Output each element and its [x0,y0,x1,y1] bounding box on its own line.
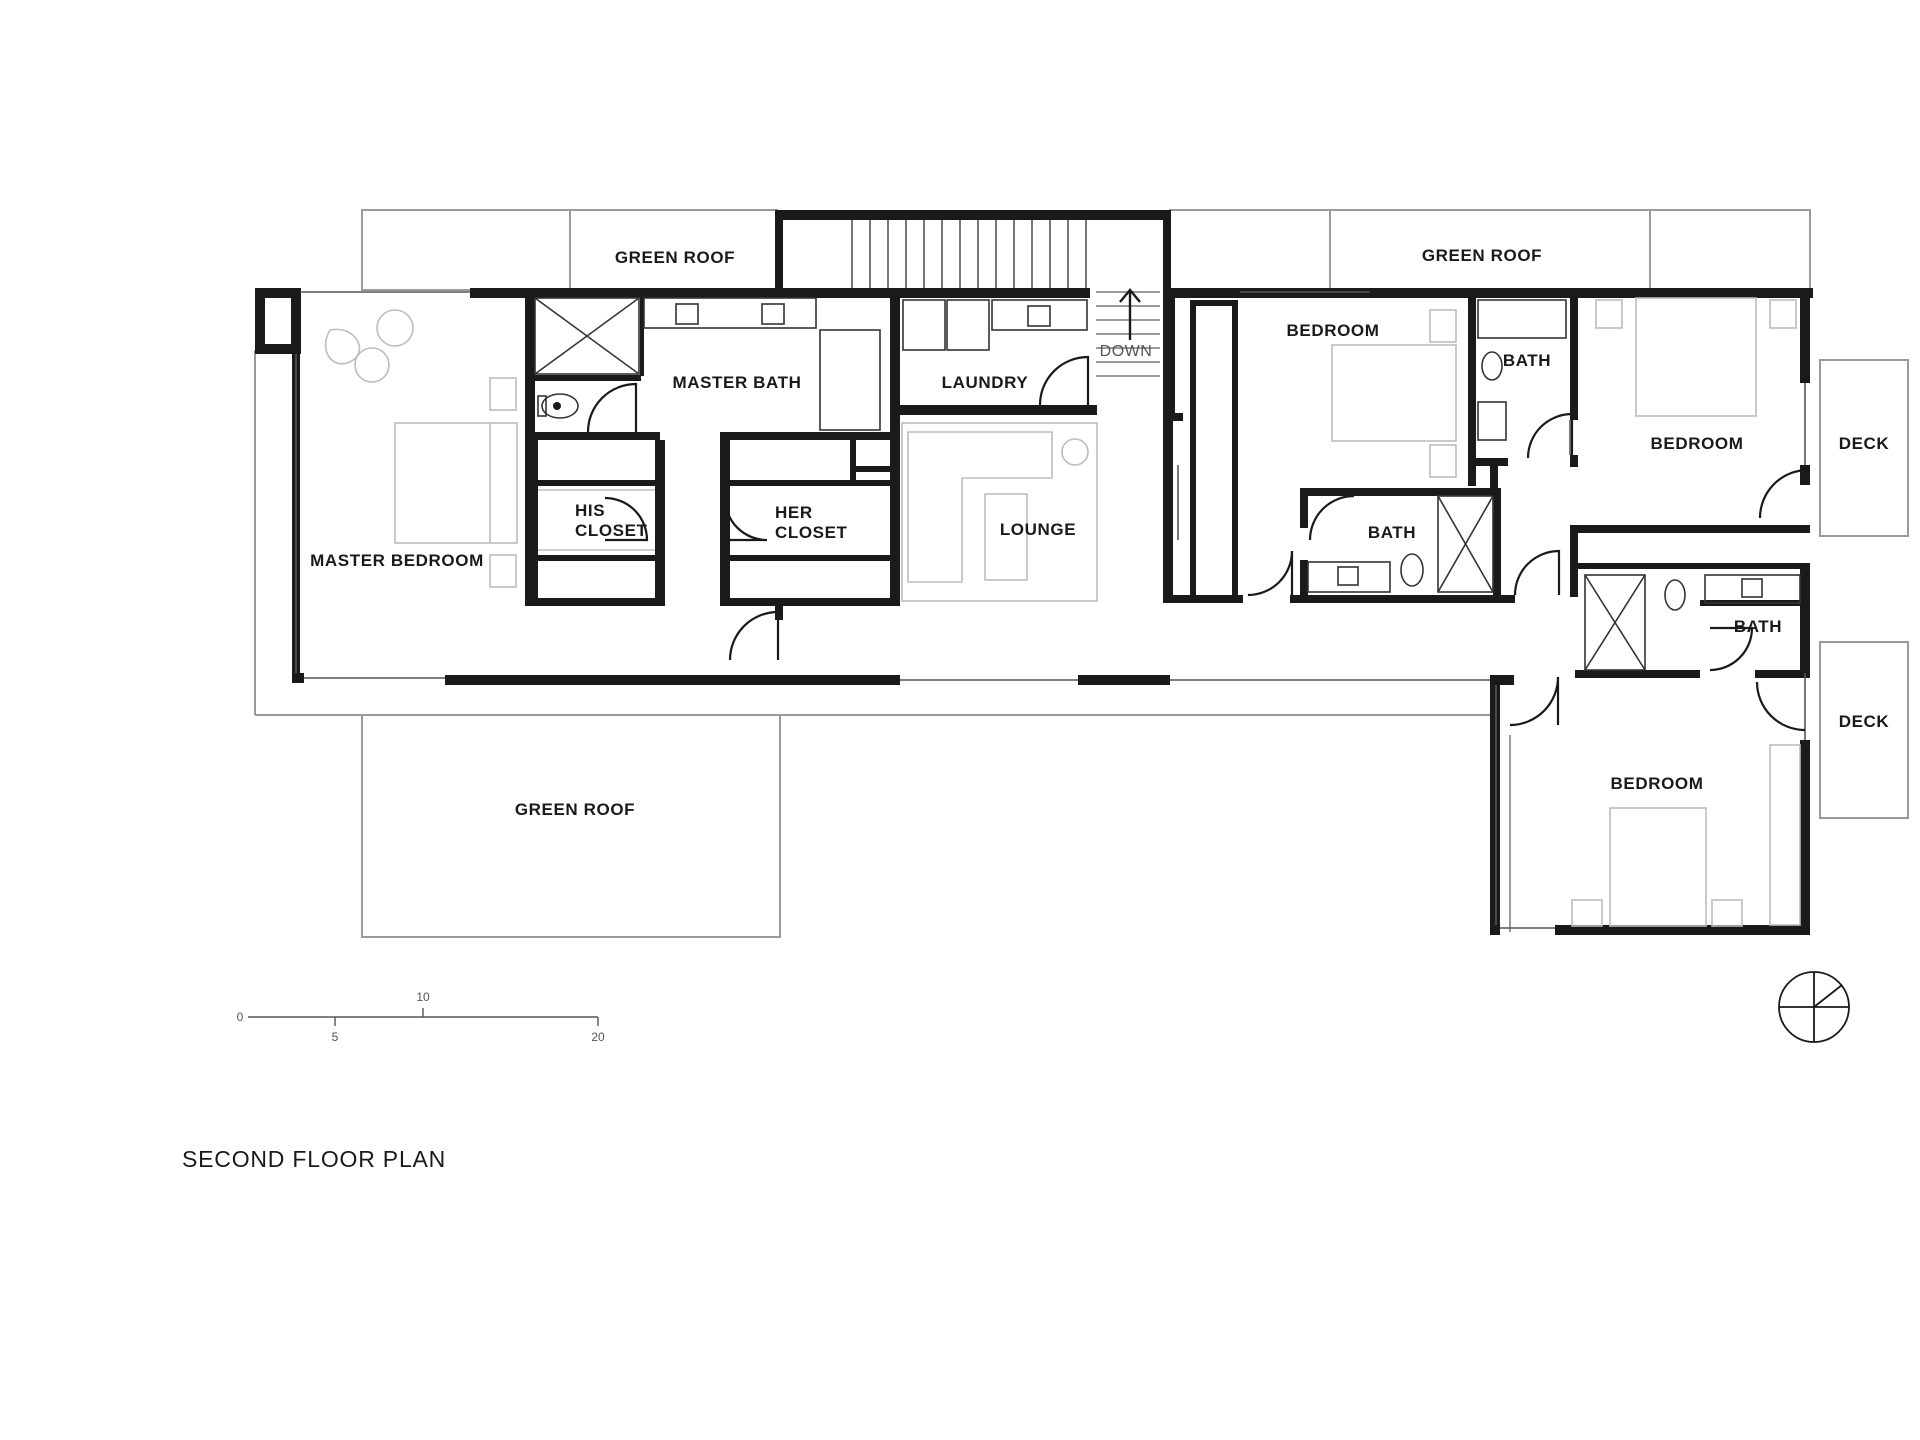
label-master-bedroom: MASTER BEDROOM [310,551,484,570]
label-stair-down: DOWN [1100,343,1153,360]
stair-arrow-icon [1119,288,1141,303]
roof-outlines [254,209,1909,938]
label-bath-center: BATH [1368,523,1416,542]
scale-tick-10: 10 [416,990,430,1004]
label-laundry: LAUNDRY [942,373,1029,392]
plan-title: SECOND FLOOR PLAN [182,1146,446,1172]
label-green-roof-top-left: GREEN ROOF [615,248,735,267]
label-green-roof-bottom: GREEN ROOF [515,800,635,819]
label-her-closet-line-1: HER [775,503,813,522]
label-green-roof-top-right: GREEN ROOF [1422,246,1542,265]
label-his-closet-line-1: HIS [575,501,605,520]
label-bedroom-right: BEDROOM [1651,434,1744,453]
label-bedroom-center: BEDROOM [1287,321,1380,340]
doors [586,355,1809,732]
label-her-closet-line-2: CLOSET [775,523,848,542]
stair [775,210,1171,377]
north-arrow-icon [1778,971,1850,1043]
scale-tick-5: 5 [332,1030,339,1044]
walls [255,288,1813,935]
label-deck-upper: DECK [1839,434,1890,453]
room-labels: GREEN ROOF GREEN ROOF GREEN ROOF MASTER … [310,246,1889,819]
label-deck-lower: DECK [1839,712,1890,731]
label-master-bath: MASTER BATH [672,373,801,392]
fixtures [324,297,1801,927]
label-bath-upper: BATH [1503,351,1551,370]
label-bedroom-bottom: BEDROOM [1611,774,1704,793]
label-his-closet-line-2: CLOSET [575,521,648,540]
glazing [295,291,1806,929]
scale-tick-0: 0 [237,1010,244,1024]
label-bath-right: BATH [1734,617,1782,636]
scale-bar: 0 5 10 20 [237,990,605,1044]
label-lounge: LOUNGE [1000,520,1076,539]
scale-tick-20: 20 [591,1030,605,1044]
